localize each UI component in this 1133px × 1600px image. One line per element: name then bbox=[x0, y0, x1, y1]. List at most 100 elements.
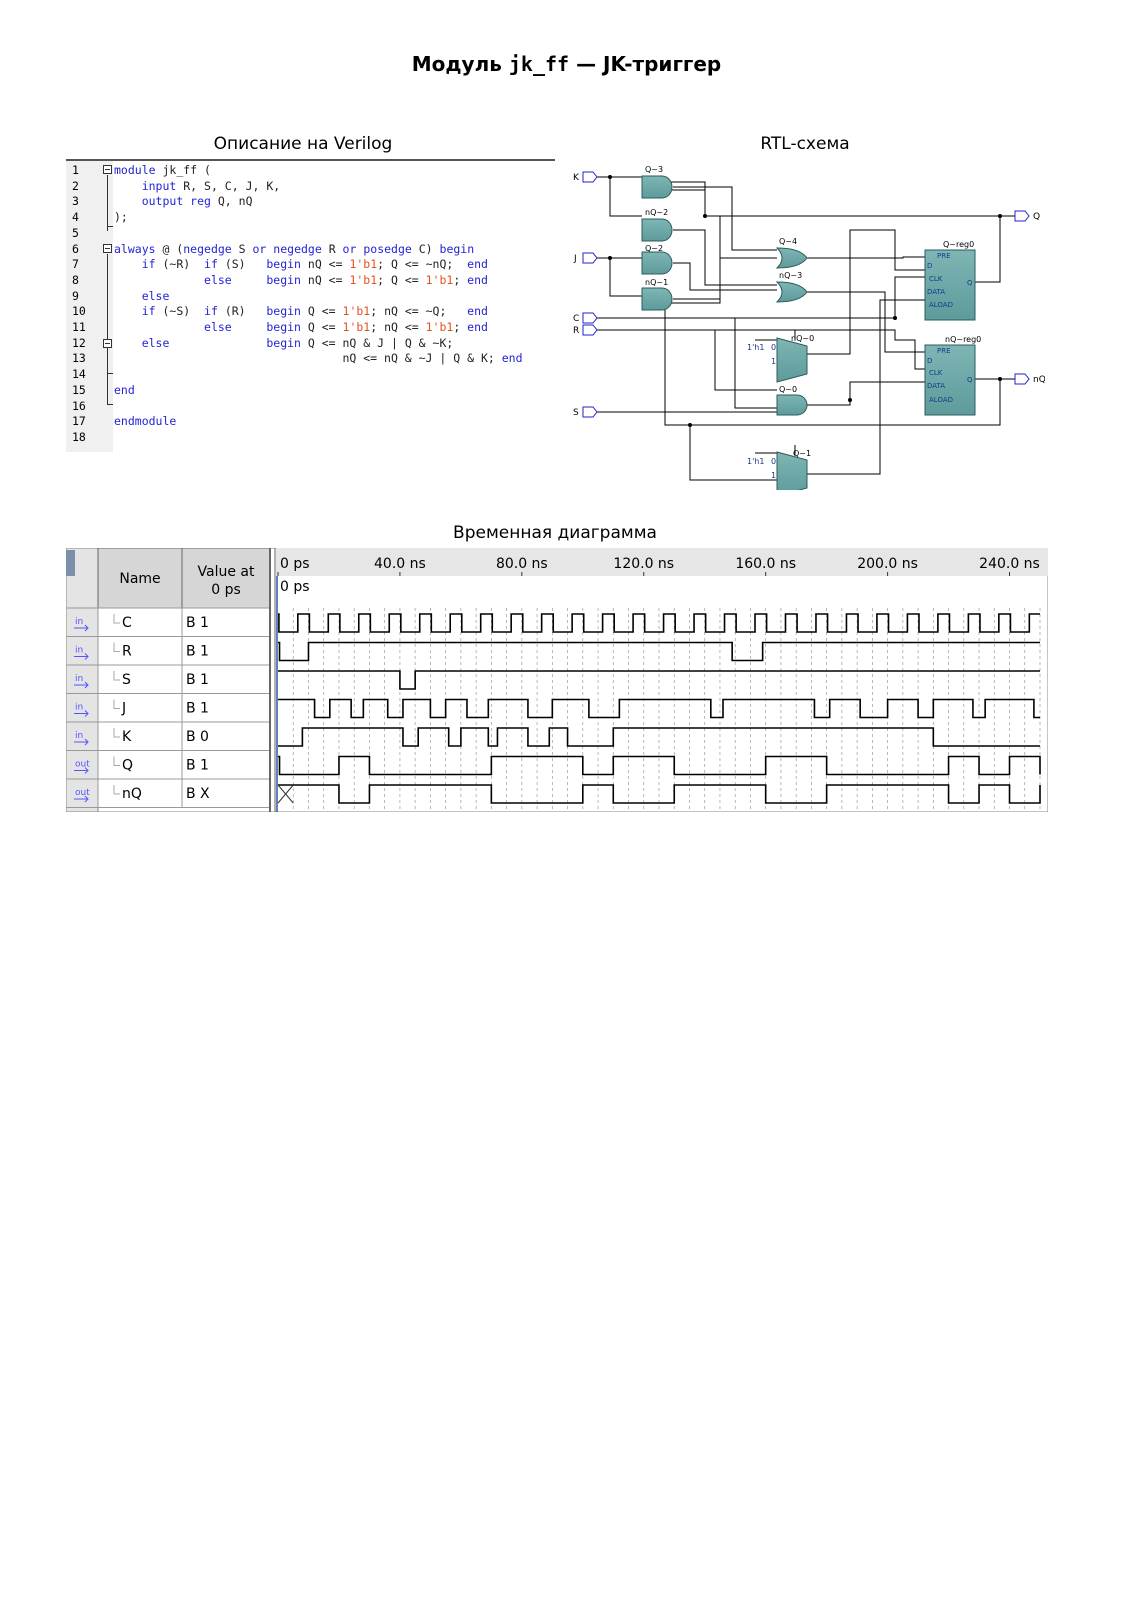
timing-caption: Временная диаграмма bbox=[453, 523, 657, 543]
signal-name: nQ bbox=[122, 786, 142, 802]
fold-line-end bbox=[107, 373, 113, 374]
value-header-label: Value at bbox=[198, 564, 255, 580]
rtl-registers bbox=[924, 249, 976, 416]
time-tick-label: 120.0 ns bbox=[613, 556, 674, 572]
svg-text:CLK: CLK bbox=[929, 369, 943, 377]
svg-text:nQ: nQ bbox=[1033, 375, 1045, 385]
line-number: 14 bbox=[72, 367, 86, 382]
svg-text:S: S bbox=[573, 408, 579, 418]
tree-line bbox=[113, 671, 120, 681]
rtl-input-ports: K J C R S Q nQ bbox=[573, 171, 1045, 418]
svg-text:D: D bbox=[927, 357, 932, 365]
code-text: else begin Q <= nQ & J | Q & ~K; bbox=[141, 335, 454, 350]
svg-text:nQ~1: nQ~1 bbox=[645, 278, 668, 287]
signal-name: K bbox=[122, 729, 132, 745]
line-number: 16 bbox=[72, 398, 86, 413]
svg-text:K: K bbox=[573, 173, 580, 183]
signal-value: B 1 bbox=[186, 758, 209, 774]
svg-text:nQ~2: nQ~2 bbox=[645, 208, 668, 217]
signal-value: B 0 bbox=[186, 729, 209, 745]
time-ruler bbox=[276, 548, 1048, 576]
time-tick-label: 0 ps bbox=[280, 556, 310, 572]
title-prefix: Модуль bbox=[411, 52, 502, 76]
drag-handle-icon bbox=[66, 550, 75, 576]
line-number: 4 bbox=[72, 210, 79, 225]
pin-arrow-icon bbox=[74, 738, 89, 746]
signal-value: B 1 bbox=[186, 644, 209, 660]
svg-text:Q: Q bbox=[967, 279, 973, 287]
output-pin-icon: out bbox=[75, 760, 90, 770]
signal-name: J bbox=[121, 701, 126, 717]
fold-line bbox=[107, 175, 108, 231]
value-header-label: 0 ps bbox=[211, 582, 241, 598]
title-module-name: jk_ff bbox=[508, 52, 570, 76]
fold-toggle-icon[interactable] bbox=[103, 244, 112, 253]
svg-text:Q: Q bbox=[967, 376, 973, 384]
code-text: end bbox=[114, 382, 135, 397]
signal-value: B X bbox=[186, 786, 210, 802]
svg-text:1'h1: 1'h1 bbox=[747, 343, 764, 352]
code-text: always @ (negedge S or negedge R or pose… bbox=[114, 241, 475, 256]
code-text: if (~S) if (R) begin Q <= 1'b1; nQ <= ~Q… bbox=[141, 304, 488, 319]
line-number: 17 bbox=[72, 414, 86, 429]
svg-text:PRE: PRE bbox=[937, 347, 951, 355]
line-number: 18 bbox=[72, 429, 86, 444]
signal-value: B 1 bbox=[186, 615, 209, 631]
line-number: 11 bbox=[72, 320, 86, 334]
input-pin-icon: in bbox=[75, 617, 83, 627]
signal-name: S bbox=[122, 672, 131, 688]
fold-toggle-icon[interactable] bbox=[103, 165, 112, 174]
code-text: ); bbox=[114, 210, 128, 225]
svg-text:ALOAD: ALOAD bbox=[929, 396, 953, 404]
pin-arrow-icon bbox=[74, 767, 89, 774]
svg-text:Q~3: Q~3 bbox=[645, 165, 663, 174]
svg-text:Q~reg0: Q~reg0 bbox=[943, 240, 974, 249]
pin-arrow-icon bbox=[74, 624, 89, 632]
tree-line bbox=[113, 756, 120, 766]
code-text: endmodule bbox=[114, 414, 177, 429]
fold-line-end bbox=[107, 226, 113, 227]
line-number: 7 bbox=[72, 257, 79, 272]
svg-text:Q~2: Q~2 bbox=[645, 244, 663, 253]
fold-line bbox=[107, 254, 108, 404]
value-header bbox=[181, 547, 271, 609]
pin-arrow-icon bbox=[74, 681, 89, 689]
svg-text:J: J bbox=[573, 254, 577, 264]
svg-text:D: D bbox=[927, 262, 932, 270]
svg-text:Q: Q bbox=[1033, 212, 1040, 222]
cursor-time-label: 0 ps bbox=[280, 579, 310, 595]
tree-line bbox=[113, 614, 120, 624]
pin-arrow-icon bbox=[74, 795, 89, 803]
tree-line bbox=[113, 785, 120, 795]
line-number: 9 bbox=[72, 288, 79, 303]
input-pin-icon: in bbox=[75, 674, 83, 684]
trace-nQ bbox=[278, 784, 1041, 804]
line-number: 13 bbox=[72, 351, 86, 366]
code-caption: Описание на Verilog bbox=[213, 134, 393, 154]
trace-C bbox=[278, 613, 1040, 633]
rtl-schematic: K J C R S Q nQ Q~3 nQ~2 Q~2 nQ~1 Q~4 n bbox=[573, 165, 1045, 490]
code-text: else begin nQ <= 1'b1; Q <= 1'b1; end bbox=[204, 272, 488, 287]
fold-toggle-icon[interactable] bbox=[103, 339, 112, 348]
signal-name: R bbox=[122, 644, 132, 660]
name-header bbox=[97, 547, 183, 609]
trace-Q bbox=[278, 755, 1041, 776]
unknown-marker bbox=[277, 784, 294, 804]
trace-S bbox=[278, 670, 1040, 690]
line-number: 12 bbox=[72, 335, 86, 350]
svg-text:1: 1 bbox=[771, 357, 776, 366]
line-number: 5 bbox=[72, 225, 79, 240]
page-title: Модуль jk_ff — JK-триггер bbox=[0, 52, 1133, 76]
svg-text:CLK: CLK bbox=[929, 275, 943, 283]
code-text: input R, S, C, J, K, bbox=[141, 178, 281, 193]
input-pin-icon: in bbox=[75, 646, 83, 656]
signal-value: B 1 bbox=[186, 672, 209, 688]
line-number: 2 bbox=[72, 178, 79, 193]
title-suffix: — JK-триггер bbox=[576, 52, 722, 76]
svg-text:C: C bbox=[573, 314, 579, 324]
code-text: module jk_ff ( bbox=[114, 163, 211, 177]
svg-text:nQ~reg0: nQ~reg0 bbox=[945, 335, 981, 344]
svg-text:ALOAD: ALOAD bbox=[929, 301, 953, 309]
